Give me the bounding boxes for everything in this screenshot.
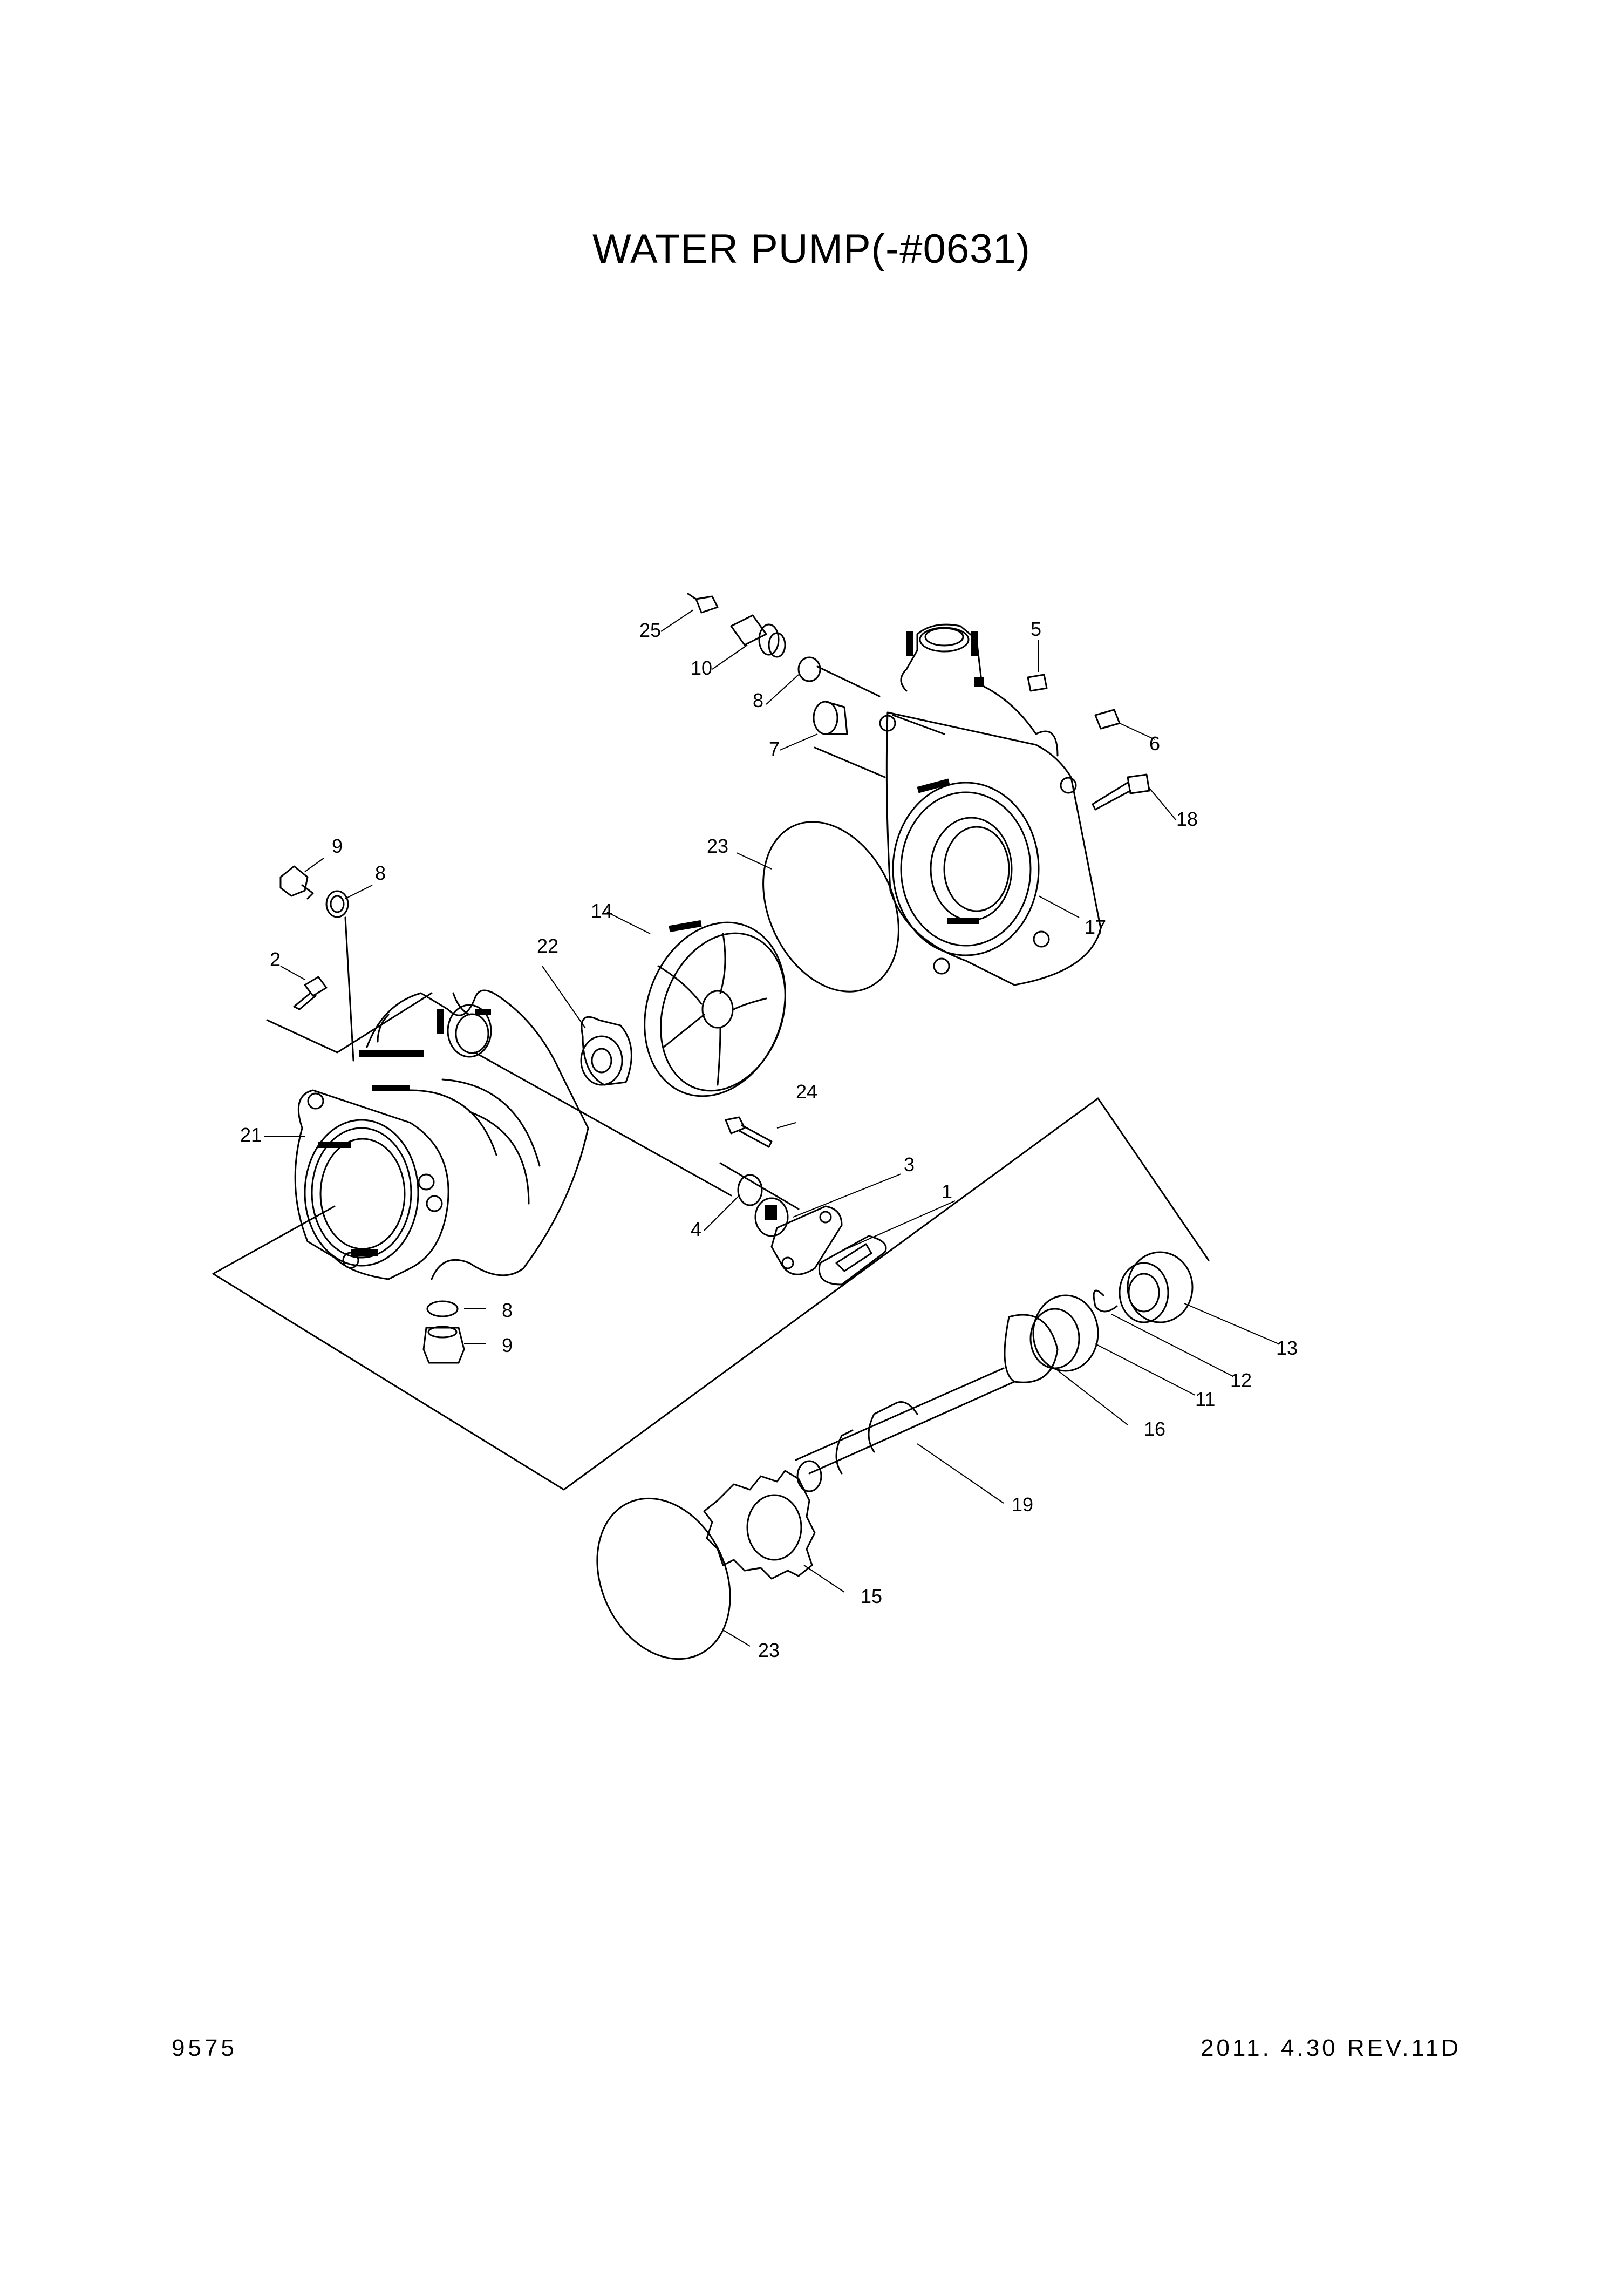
bearing-13 [1119,1251,1194,1323]
callout-24: 24 [796,1081,817,1103]
callout-23-upper: 23 [707,835,728,857]
callout-4: 4 [691,1218,701,1240]
callout-2-flange: 3 [904,1153,915,1176]
snap-ring-16 [1004,1314,1059,1383]
o-ring-8-lower [426,1300,459,1317]
pin-25 [687,593,719,614]
plug-9-upper [279,865,314,900]
gasket-1 [819,1235,887,1286]
washer-8-upper [325,890,349,918]
washer-8-top [797,656,821,682]
callout-5: 5 [1031,618,1041,640]
fitting-10 [730,614,786,658]
callout-11: 11 [1195,1388,1215,1410]
callout-2: 2 [270,948,281,970]
callout-6: 6 [1149,732,1160,755]
bolt-18 [1092,773,1150,811]
callout-8-top: 8 [753,689,763,711]
callout-9-lower: 9 [502,1334,513,1356]
callout-18: 18 [1176,808,1198,830]
callout-numbers: 1 3 4 24 2 5 6 7 8 10 25 8 9 8 9 18 17 1… [240,618,1298,1661]
page-title: WATER PUMP(-#0631) [592,226,1031,272]
clip-12 [1093,1289,1118,1313]
callout-22: 22 [537,935,558,957]
outlet-flange-3 [754,1197,843,1275]
shaft-19 [795,1367,1015,1492]
callout-8-upper-left: 8 [375,862,386,884]
callout-25: 25 [639,619,661,641]
plug-5 [1027,674,1048,692]
revision-date: 2011. 4.30 REV.11D [1200,2035,1461,2061]
assembly-frame-lines [212,665,1210,1491]
gear-15 [703,1470,816,1580]
upper-pump-housing [879,623,1102,986]
impeller [644,920,786,1097]
callout-13: 13 [1276,1337,1298,1359]
callout-19: 19 [1012,1493,1033,1516]
callout-15: 15 [861,1585,882,1607]
callout-14: 14 [591,900,612,922]
callout-leaders [264,609,1279,1647]
seal-22 [580,1016,632,1086]
o-ring-4 [737,1174,763,1206]
callout-17: 17 [1085,916,1106,938]
callout-9-upper-left: 9 [332,835,343,857]
lower-pump-housing [294,989,589,1280]
plug-7 [813,701,848,735]
callout-8-lower: 8 [502,1299,513,1321]
bolt-2 [293,976,328,1010]
callout-7: 7 [769,738,780,760]
seal-ring-11 [1029,1294,1099,1372]
callout-10: 10 [691,657,712,679]
plug-9-lower [422,1326,465,1364]
callout-1: 1 [942,1180,952,1203]
page-number: 9575 [172,2035,237,2061]
callout-21: 21 [240,1124,262,1146]
o-ring-23-lower [596,1497,731,1660]
o-ring-23-upper [762,821,899,993]
callout-16: 16 [1144,1418,1165,1440]
bolt-24 [725,1116,773,1148]
callout-12: 12 [1230,1369,1252,1391]
callout-23-lower: 23 [758,1639,780,1661]
plug-6 [1094,709,1121,730]
